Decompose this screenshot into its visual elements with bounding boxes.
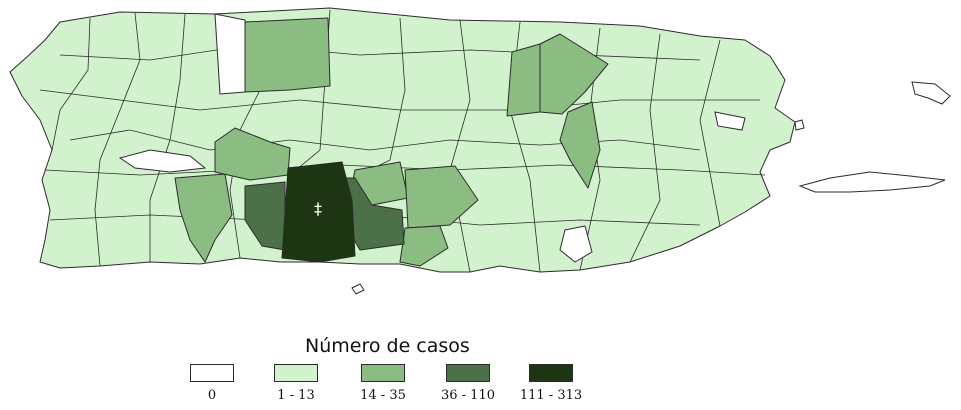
legend-swatch <box>190 364 234 382</box>
region-south-west-b <box>244 181 286 251</box>
region-north-east-a <box>506 43 541 117</box>
legend-label: 0 <box>207 388 217 403</box>
lake-east <box>714 111 746 131</box>
island-small-east <box>794 119 805 131</box>
legend-item-1-13: 1 - 13 <box>256 364 336 403</box>
island-culebra <box>911 81 951 105</box>
legend-item-111-313: 111 - 313 <box>511 364 591 403</box>
peak-marker: ‡ <box>314 199 322 218</box>
island-small-south <box>351 283 365 295</box>
region-north-west-white <box>214 13 246 95</box>
legend-label: 14 - 35 <box>360 388 406 403</box>
region-south-center-a <box>214 127 291 181</box>
municipality-choropleth-map: ‡ <box>9 7 951 295</box>
legend-item-14-35: 14 - 35 <box>343 364 423 403</box>
legend-item-36-110: 36 - 110 <box>428 364 508 403</box>
region-south-center-e <box>399 225 449 267</box>
legend-swatch <box>529 364 573 382</box>
lake-west <box>118 149 207 173</box>
legend-label: 36 - 110 <box>440 388 495 403</box>
legend-swatch <box>361 364 405 382</box>
legend-label: 1 - 13 <box>277 388 315 403</box>
region-south-center-peak <box>281 161 356 263</box>
region-south-east-white <box>559 225 593 263</box>
legend-title: Número de casos <box>305 335 470 357</box>
legend-item-zero: 0 <box>172 364 252 403</box>
region-south-center-d <box>404 165 479 229</box>
region-south-west-a <box>174 173 233 263</box>
legend-swatch <box>446 364 490 382</box>
legend-label: 111 - 313 <box>519 388 583 403</box>
region-north-east-b <box>539 33 609 115</box>
island-vieques <box>798 171 946 193</box>
legend-swatch <box>274 364 318 382</box>
region-north-center-a <box>244 17 331 93</box>
region-east-center <box>559 101 601 189</box>
